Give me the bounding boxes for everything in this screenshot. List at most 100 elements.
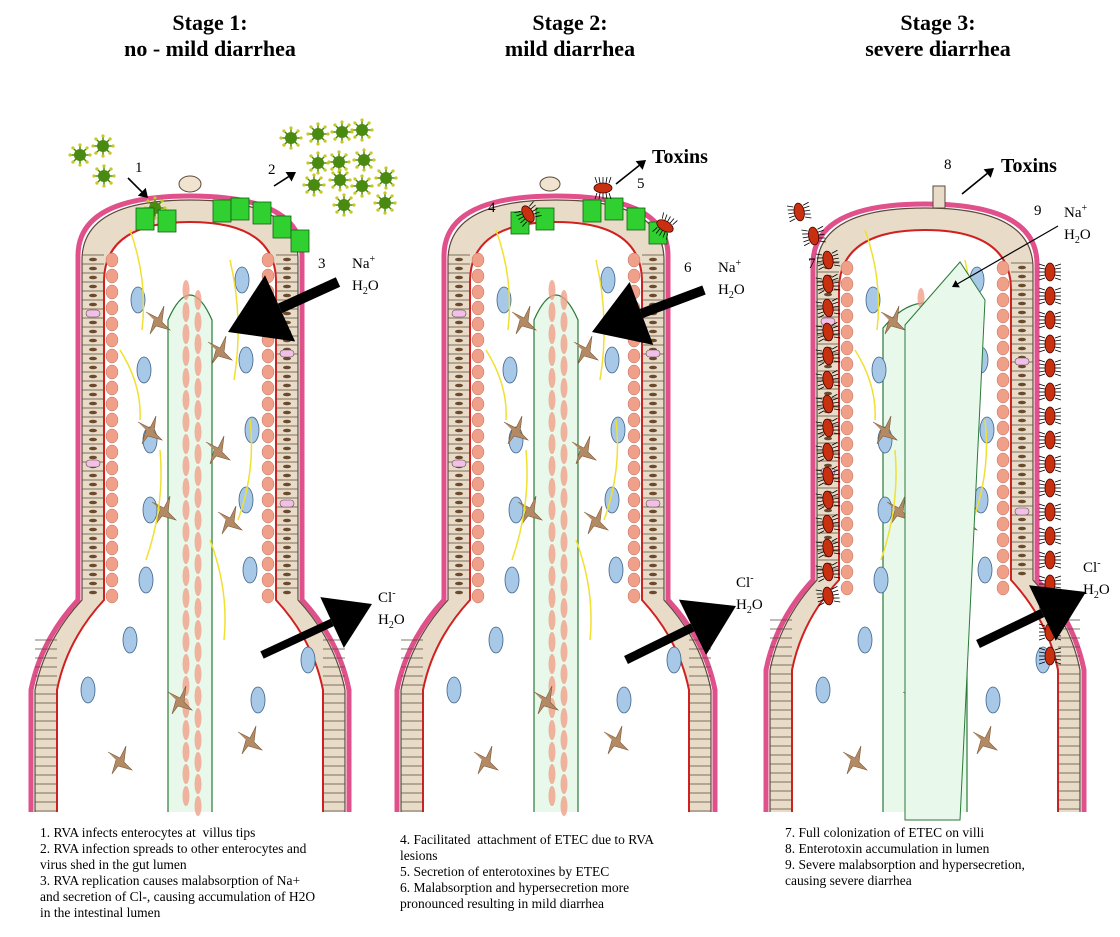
na-h2o-label-stage1: Na+ H2O xyxy=(352,254,379,297)
cell-nucleus xyxy=(1018,284,1026,288)
lamina-cell xyxy=(841,469,853,483)
etec-bacterium-icon xyxy=(1039,479,1061,497)
cl-h2o-label-stage1: Cl- H2O xyxy=(378,588,405,631)
caption-line: and secretion of Cl-, causing accumulati… xyxy=(40,889,385,905)
spindle-cell xyxy=(195,356,202,376)
cell-nucleus xyxy=(649,465,657,469)
virus-icon xyxy=(92,164,115,187)
lamina-cell xyxy=(106,349,118,363)
spindle-cell xyxy=(549,324,556,344)
lamina-cell xyxy=(997,325,1009,339)
cell-nucleus xyxy=(455,276,463,280)
goblet-cell xyxy=(86,460,100,467)
etec-bacterium-icon xyxy=(1039,311,1061,329)
spindle-cell xyxy=(549,346,556,366)
lamina-cell xyxy=(628,509,640,523)
cell-nucleus xyxy=(89,429,97,433)
caption-line: 1. RVA infects enterocytes at villus tip… xyxy=(40,825,385,841)
caption-line: 5. Secretion of enterotoxines by ETEC xyxy=(400,864,750,880)
lamina-cell xyxy=(472,381,484,395)
infected-cell xyxy=(136,208,154,230)
cell-nucleus xyxy=(1018,266,1026,270)
cell-nucleus xyxy=(89,591,97,595)
lamina-cell xyxy=(106,269,118,283)
lamina-cell xyxy=(106,301,118,315)
cell-nucleus xyxy=(1018,482,1026,486)
caption-line: 2. RVA infection spreads to other entero… xyxy=(40,841,385,857)
lamina-cell xyxy=(472,525,484,539)
cell-nucleus xyxy=(283,438,291,442)
cell-nucleus xyxy=(283,366,291,370)
lamina-cell xyxy=(472,397,484,411)
spindle-cell xyxy=(195,576,202,596)
lamina-cell xyxy=(472,285,484,299)
cell-nucleus xyxy=(1018,428,1026,432)
spindle-cell xyxy=(183,522,190,542)
cell-nucleus xyxy=(649,483,657,487)
spindle-cell xyxy=(183,478,190,498)
lamina-cell xyxy=(628,429,640,443)
capillary xyxy=(239,347,253,373)
cell-nucleus xyxy=(649,438,657,442)
marker-1: 1 xyxy=(135,160,143,176)
cell-nucleus xyxy=(89,366,97,370)
lamina-cell xyxy=(472,477,484,491)
cell-nucleus xyxy=(455,528,463,532)
caption-line: causing severe diarrhea xyxy=(785,873,1105,889)
cell-nucleus xyxy=(89,438,97,442)
spindle-cell xyxy=(561,488,568,508)
caption-stage1: 1. RVA infects enterocytes at villus tip… xyxy=(40,825,385,921)
cell-nucleus xyxy=(283,294,291,298)
lamina-cell xyxy=(841,341,853,355)
cell-nucleus xyxy=(89,555,97,559)
cell-nucleus xyxy=(455,420,463,424)
cell-nucleus xyxy=(649,375,657,379)
lamina-cell xyxy=(262,429,274,443)
spindle-cell xyxy=(561,532,568,552)
lamina-cell xyxy=(262,509,274,523)
lamina-cell xyxy=(628,525,640,539)
cell-nucleus xyxy=(89,582,97,586)
lamina-cell xyxy=(262,573,274,587)
na-h2o-label-stage2: Na+ H2O xyxy=(718,258,745,301)
spindle-cell xyxy=(549,478,556,498)
etec-bacterium-icon xyxy=(1039,383,1061,401)
cell-nucleus xyxy=(455,447,463,451)
svg-text:H2O: H2O xyxy=(718,282,745,301)
cell-nucleus xyxy=(824,365,832,369)
cell-nucleus xyxy=(1018,293,1026,297)
svg-text:Na+: Na+ xyxy=(1064,203,1088,221)
infected-cell xyxy=(158,210,176,232)
capillary xyxy=(858,627,872,653)
cell-nucleus xyxy=(455,384,463,388)
cell-nucleus xyxy=(1018,446,1026,450)
spindle-cell xyxy=(561,686,568,706)
lamina-cell xyxy=(262,557,274,571)
lamina-cell xyxy=(106,461,118,475)
cell-nucleus xyxy=(1018,536,1026,540)
svg-text:Cl-: Cl- xyxy=(736,573,754,591)
etec-bacterium-icon xyxy=(1039,263,1061,281)
cell-nucleus xyxy=(649,519,657,523)
lamina-cell xyxy=(472,317,484,331)
capillary xyxy=(816,677,830,703)
spindle-cell xyxy=(549,764,556,784)
lamina-cell xyxy=(628,413,640,427)
capillary xyxy=(81,677,95,703)
capillary xyxy=(609,557,623,583)
lamina-cell xyxy=(106,557,118,571)
cell-nucleus xyxy=(283,258,291,262)
lamina-cell xyxy=(997,357,1009,371)
spindle-cell xyxy=(183,544,190,564)
lamina-cell xyxy=(262,541,274,555)
capillary xyxy=(878,497,892,523)
spindle-cell xyxy=(549,280,556,300)
etec-bacterium-icon xyxy=(1039,335,1061,353)
lamina-cell xyxy=(262,365,274,379)
marker-7: 7 xyxy=(808,256,816,272)
marker-3: 3 xyxy=(318,256,326,272)
cell-nucleus xyxy=(283,285,291,289)
capillary xyxy=(235,267,249,293)
lamina-cell xyxy=(841,565,853,579)
spindle-cell xyxy=(183,566,190,586)
